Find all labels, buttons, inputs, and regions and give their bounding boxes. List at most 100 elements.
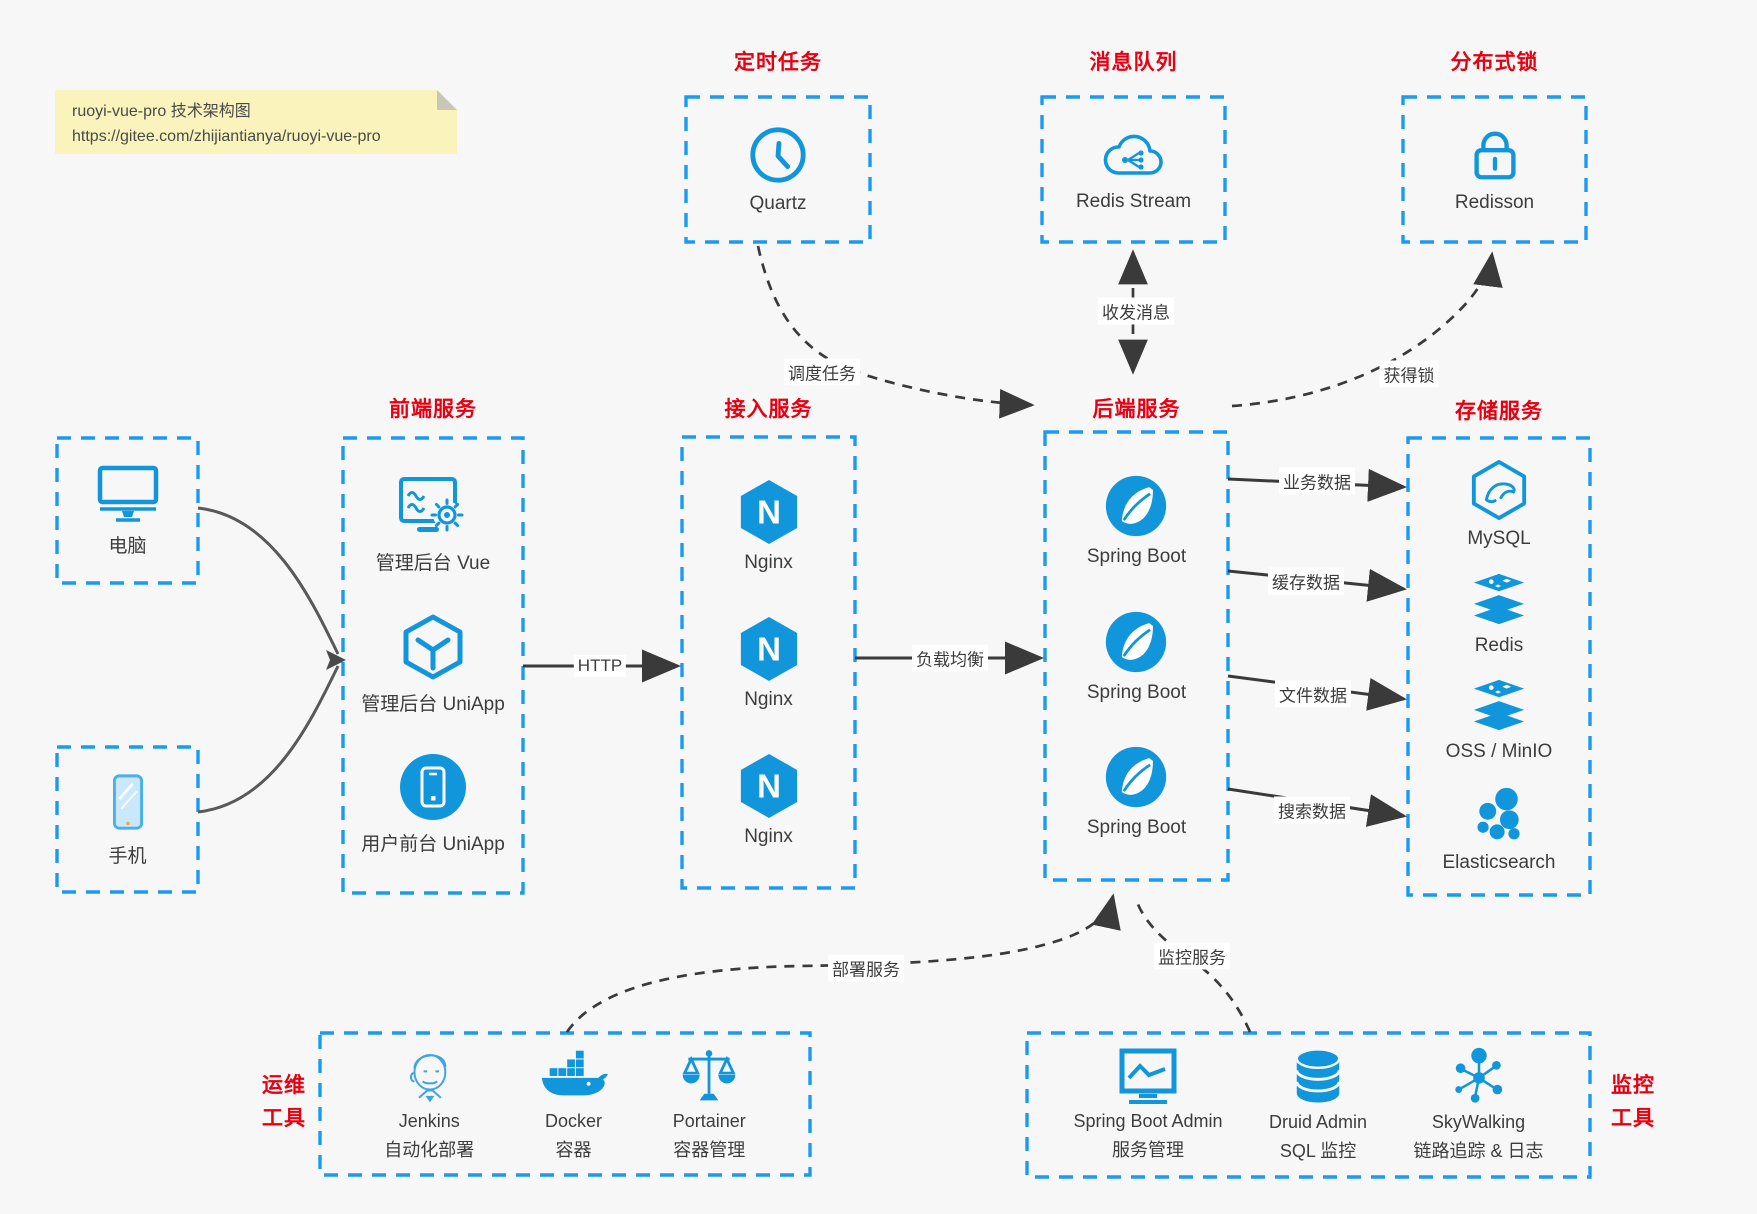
title-distributed-lock: 分布式锁	[1450, 51, 1539, 74]
title-message-queue: 消息队列	[1089, 51, 1178, 74]
backend-item-spring-1: Spring Boot	[1087, 473, 1186, 568]
scales-icon	[678, 1045, 740, 1105]
svg-text:N: N	[757, 631, 781, 668]
storage-stack-icon	[1468, 678, 1530, 734]
monitor-item-sba: Spring Boot Admin 服务管理	[1073, 1047, 1223, 1163]
phone-label: 手机	[108, 845, 147, 867]
jenkins-name: Jenkins	[398, 1111, 460, 1131]
spring-leaf-icon	[1103, 609, 1169, 675]
edge-label-http: HTTP	[573, 655, 627, 677]
edge-label-load-balance: 负载均衡	[912, 644, 988, 672]
frontend-item-admin-uniapp: 管理后台 UniApp	[361, 612, 505, 716]
storage-item-redis: Redis	[1468, 572, 1530, 657]
nginx-icon: N	[737, 477, 801, 545]
monitor-item-skywalking: SkyWalking 链路追踪 & 日志	[1414, 1046, 1544, 1164]
redis-stream-label: Redis Stream	[1075, 191, 1192, 212]
nginx-icon: N	[737, 614, 801, 682]
desktop-icon	[96, 464, 160, 524]
docker-desc: 容器	[555, 1140, 592, 1160]
elasticsearch-cluster-icon	[1469, 785, 1529, 845]
skywalking-name: SkyWalking	[1431, 1112, 1526, 1132]
mysql-dolphin-icon	[1469, 459, 1529, 521]
frontend-item-user-uniapp: 用户前台 UniApp	[361, 752, 505, 856]
svg-text:N: N	[757, 494, 781, 531]
redis-stack-icon	[1468, 572, 1530, 628]
druid-name: Druid Admin	[1269, 1112, 1368, 1132]
edge-label-file-data: 文件数据	[1275, 680, 1351, 708]
ops-item-portainer: Portainer 容器管理	[673, 1045, 746, 1163]
phone-to-frontend-curve	[197, 665, 340, 814]
mobile-app-icon	[398, 752, 468, 822]
ops-item-docker: Docker 容器	[538, 1045, 609, 1163]
ops-item-jenkins: Jenkins 自动化部署	[384, 1045, 474, 1163]
clock-icon	[747, 124, 809, 186]
title-monitor-tools: 监控 工具	[1611, 1074, 1655, 1130]
storage-item-mysql: MySQL	[1467, 459, 1531, 550]
spring-leaf-icon	[1103, 744, 1169, 810]
docker-name: Docker	[544, 1111, 602, 1131]
frontend-item-vue: 管理后台 Vue	[376, 475, 490, 575]
acquire-lock-arrow	[1231, 251, 1503, 408]
backend-item-spring-3: Spring Boot	[1087, 744, 1186, 839]
cube-icon	[398, 612, 468, 682]
edge-label-send-receive: 收发消息	[1098, 297, 1174, 325]
edge-label-business-data: 业务数据	[1279, 467, 1355, 495]
sticky-note: ruoyi-vue-pro 技术架构图 https://gitee.com/zh…	[55, 90, 457, 154]
druid-desc: SQL 监控	[1279, 1141, 1357, 1161]
storage-box: MySQL Redis	[1408, 438, 1590, 895]
gateway-box: N Nginx N Nginx N Nginx	[682, 437, 855, 888]
quartz-label: Quartz	[749, 193, 807, 214]
edge-label-cache-data: 缓存数据	[1268, 567, 1344, 595]
jenkins-butler-icon	[400, 1045, 458, 1105]
note-url: https://gitee.com/zhijiantianya/ruoyi-vu…	[72, 128, 381, 145]
phone-icon	[101, 772, 155, 834]
svg-text:N: N	[757, 768, 781, 805]
computer-label: 电脑	[108, 535, 147, 557]
redisson-label: Redisson	[1454, 192, 1535, 213]
backend-item-spring-2: Spring Boot	[1087, 609, 1186, 704]
title-gateway: 接入服务	[724, 398, 813, 421]
edge-label-deploy: 部署服务	[828, 954, 904, 982]
title-storage: 存储服务	[1455, 400, 1543, 423]
lock-icon	[1465, 125, 1525, 185]
sba-desc: 服务管理	[1112, 1140, 1184, 1160]
gateway-item-nginx-3: N Nginx	[737, 751, 801, 848]
backend-box: Spring Boot Spring Boot Spring Boot	[1045, 432, 1228, 880]
gateway-item-nginx-1: N Nginx	[737, 477, 801, 574]
portainer-desc: 容器管理	[673, 1140, 746, 1160]
ops-tools-box: Jenkins 自动化部署 Docker 容器	[320, 1033, 810, 1175]
database-cylinder-icon	[1290, 1046, 1346, 1106]
spring-leaf-icon	[1103, 473, 1169, 539]
title-scheduled-job: 定时任务	[734, 51, 822, 74]
computer-box: 电脑	[57, 438, 198, 583]
frontend-box: 管理后台 Vue 管理后台 UniApp 用户前台 UniApp	[343, 438, 523, 893]
portainer-name: Portainer	[672, 1111, 746, 1131]
sba-name: Spring Boot Admin	[1073, 1111, 1223, 1131]
redis-stream-box: Redis Stream	[1042, 97, 1225, 242]
title-frontend: 前端服务	[389, 398, 477, 421]
phone-box: 手机	[57, 747, 198, 892]
title-ops-tools: 运维 工具	[262, 1074, 306, 1130]
edge-label-search-data: 搜索数据	[1274, 796, 1350, 824]
redisson-box: Redisson	[1403, 97, 1586, 242]
edge-label-acquire-lock: 获得锁	[1379, 360, 1439, 388]
docker-whale-icon	[538, 1045, 609, 1105]
admin-monitor-icon	[1117, 1047, 1179, 1105]
note-fold-corner	[437, 90, 457, 110]
computer-to-frontend-curve	[197, 506, 340, 655]
storage-item-elasticsearch: Elasticsearch	[1443, 785, 1556, 874]
note-title: ruoyi-vue-pro 技术架构图	[72, 103, 251, 120]
monitor-item-druid: Druid Admin SQL 监控	[1269, 1046, 1367, 1164]
gateway-item-nginx-2: N Nginx	[737, 614, 801, 711]
admin-screen-gear-icon	[395, 475, 471, 541]
topology-icon	[1449, 1046, 1509, 1106]
cloud-message-icon	[1097, 126, 1169, 184]
edge-label-monitor: 监控服务	[1154, 942, 1230, 970]
monitor-tools-box: Spring Boot Admin 服务管理 Druid Admin SQL 监…	[1027, 1033, 1590, 1177]
jenkins-desc: 自动化部署	[384, 1140, 475, 1160]
nginx-icon: N	[737, 751, 801, 819]
skywalking-desc: 链路追踪 & 日志	[1413, 1141, 1544, 1161]
edge-label-schedule-task: 调度任务	[784, 358, 860, 386]
quartz-box: Quartz	[686, 97, 870, 242]
